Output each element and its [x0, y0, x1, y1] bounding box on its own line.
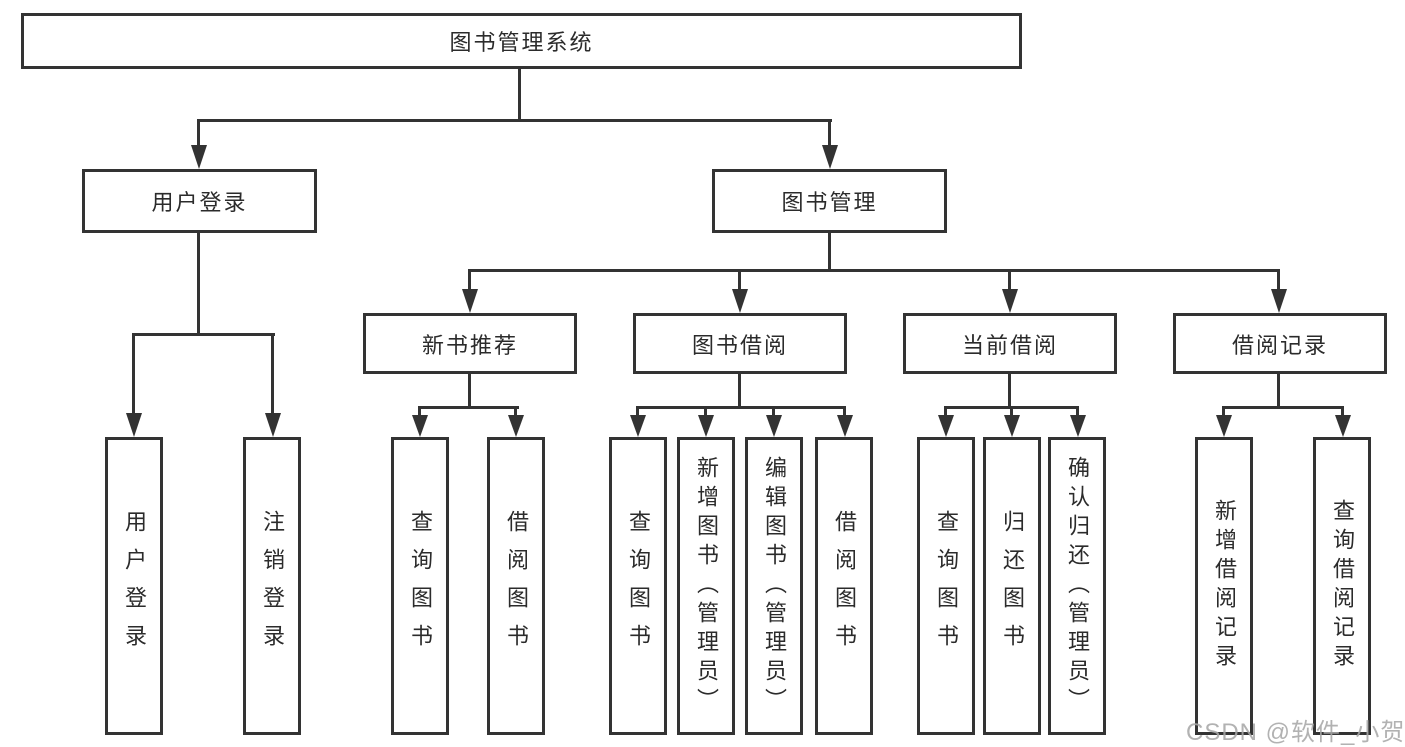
leaf-add-borrow-record: 新增借阅记录 [1195, 437, 1253, 735]
leaf-label: 查询图书 [934, 510, 959, 662]
connector-line [636, 406, 639, 418]
leaf-label: 借阅图书 [832, 510, 857, 662]
leaf-logout: 注销登录 [243, 437, 301, 735]
connector-line [1222, 406, 1344, 409]
connector-line [1008, 269, 1011, 291]
node-book-borrowing: 图书借阅 [633, 313, 847, 374]
arrowhead-down-icon [462, 289, 478, 313]
connector-line [1010, 406, 1013, 418]
arrowhead-down-icon [265, 413, 281, 437]
connector-line [132, 333, 135, 415]
connector-line [738, 374, 741, 409]
arrowhead-down-icon [1271, 289, 1287, 313]
arrowhead-down-icon [126, 413, 142, 437]
arrowhead-down-icon [1002, 289, 1018, 313]
node-new-book-recommend-label: 新书推荐 [421, 332, 518, 358]
connector-line [468, 374, 471, 409]
arrowhead-down-icon [698, 415, 714, 437]
connector-line [1277, 269, 1280, 291]
connector-line [944, 406, 947, 418]
leaf-return-books: 归还图书 [983, 437, 1041, 735]
leaf-query-books-recommend: 查询图书 [391, 437, 449, 735]
leaf-query-books-current: 查询图书 [917, 437, 975, 735]
node-borrowing-records-label: 借阅记录 [1231, 332, 1328, 358]
arrowhead-down-icon [412, 415, 428, 437]
arrowhead-down-icon [766, 415, 782, 437]
leaf-label: 编辑图书（管理员） [762, 455, 787, 717]
connector-line [197, 233, 200, 336]
arrowhead-down-icon [508, 415, 524, 437]
arrowhead-down-icon [938, 415, 954, 437]
connector-line [636, 406, 846, 409]
connector-line [1076, 406, 1079, 418]
connector-line [1222, 406, 1225, 418]
leaf-add-books-admin: 新增图书（管理员） [677, 437, 735, 735]
node-book-borrowing-label: 图书借阅 [691, 332, 788, 358]
connector-line [843, 406, 846, 418]
node-book-management-label: 图书管理 [781, 190, 878, 215]
connector-line [518, 69, 521, 122]
connector-line [828, 233, 831, 272]
node-user-login: 用户登录 [82, 169, 317, 233]
arrowhead-down-icon [822, 145, 838, 169]
leaf-label: 查询图书 [626, 510, 651, 662]
leaf-borrow-books-recommend: 借阅图书 [487, 437, 545, 735]
node-new-book-recommend: 新书推荐 [363, 313, 577, 374]
leaf-label: 确认归还（管理员） [1065, 455, 1090, 717]
leaf-label: 归还图书 [1000, 510, 1025, 662]
leaf-label: 查询借阅记录 [1330, 499, 1355, 673]
leaf-user-login: 用户登录 [105, 437, 163, 735]
node-current-borrowing: 当前借阅 [903, 313, 1117, 374]
connector-line [1277, 374, 1280, 409]
connector-line [468, 269, 471, 291]
leaf-label: 注销登录 [260, 510, 285, 662]
leaf-edit-books-admin: 编辑图书（管理员） [745, 437, 803, 735]
arrowhead-down-icon [1004, 415, 1020, 437]
leaf-label: 借阅图书 [504, 510, 529, 662]
connector-line [772, 406, 775, 418]
node-root-label: 图书管理系统 [449, 30, 594, 55]
connector-line [514, 406, 517, 418]
connector-line [197, 119, 200, 149]
leaf-query-borrow-record: 查询借阅记录 [1313, 437, 1371, 735]
leaf-label: 查询图书 [408, 510, 433, 662]
leaf-label: 用户登录 [122, 510, 147, 662]
connector-line [418, 406, 519, 409]
connector-line [738, 269, 741, 291]
leaf-confirm-return-admin: 确认归还（管理员） [1048, 437, 1106, 735]
leaf-label: 新增图书（管理员） [694, 455, 719, 717]
arrowhead-down-icon [1070, 415, 1086, 437]
connector-line [1341, 406, 1344, 418]
node-user-login-label: 用户登录 [151, 190, 248, 215]
connector-line [418, 406, 421, 418]
csdn-watermark: CSDN @软件_小贺同学 [1186, 719, 1405, 746]
node-current-borrowing-label: 当前借阅 [961, 332, 1058, 358]
connector-line [468, 269, 1280, 272]
leaf-query-books-borrowing: 查询图书 [609, 437, 667, 735]
connector-line [1008, 374, 1011, 409]
leaf-label: 新增借阅记录 [1212, 499, 1237, 673]
arrowhead-down-icon [1335, 415, 1351, 437]
arrowhead-down-icon [191, 145, 207, 169]
connector-line [271, 333, 274, 415]
arrowhead-down-icon [630, 415, 646, 437]
arrowhead-down-icon [732, 289, 748, 313]
connector-line [197, 119, 832, 122]
connector-line [132, 333, 275, 336]
leaf-borrow-books: 借阅图书 [815, 437, 873, 735]
arrowhead-down-icon [837, 415, 853, 437]
arrowhead-down-icon [1216, 415, 1232, 437]
connector-line [828, 119, 831, 149]
node-borrowing-records: 借阅记录 [1173, 313, 1387, 374]
node-book-management: 图书管理 [712, 169, 947, 233]
node-root: 图书管理系统 [21, 13, 1022, 69]
connector-line [704, 406, 707, 418]
